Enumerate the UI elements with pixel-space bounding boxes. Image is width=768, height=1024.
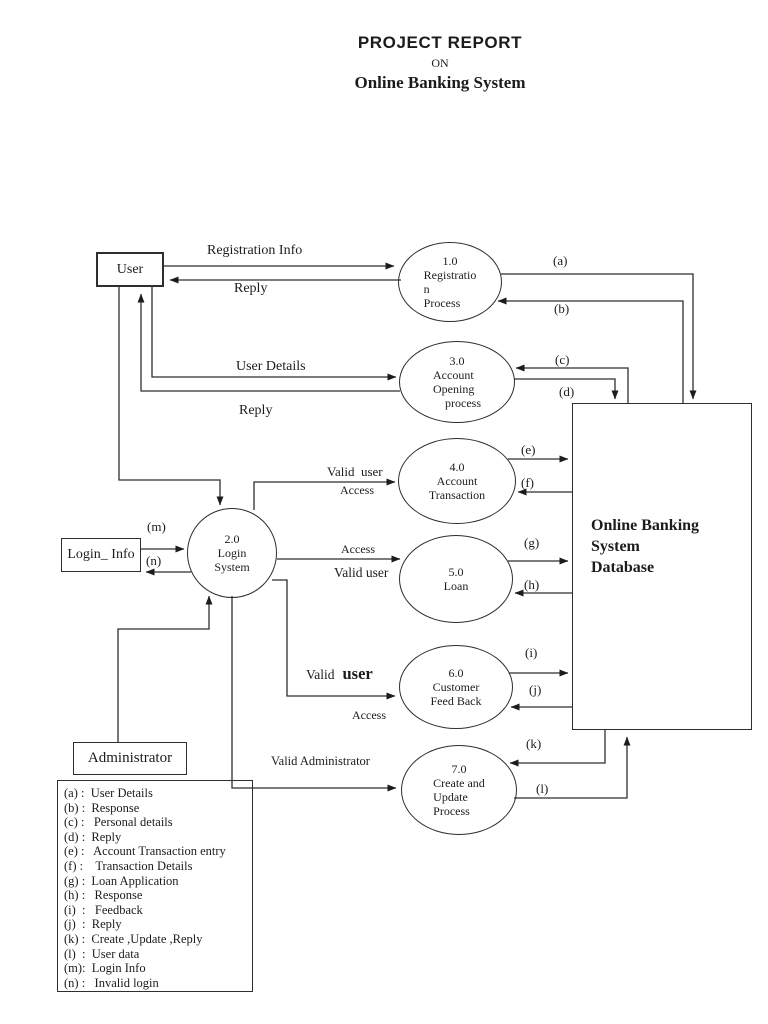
- title-project-report: PROJECT REPORT: [357, 33, 523, 52]
- flow-label-reply-top: Reply: [234, 281, 268, 296]
- process-number: 6.0: [448, 666, 464, 680]
- process-number: 3.0: [449, 354, 465, 368]
- flow-label-reply-mid: Reply: [239, 403, 273, 418]
- flow-label-valid-administrator: Valid Administrator: [271, 754, 370, 768]
- legend-item: (g) : Loan Application: [64, 873, 179, 888]
- entity-login-info-label: Login_ Info: [67, 547, 135, 562]
- process-number: 7.0: [451, 762, 467, 776]
- process-account-opening: 3.0 Account Opening process: [399, 341, 515, 423]
- flow-label-valid-user-5: Valid user: [334, 565, 389, 580]
- page-title-block: PROJECT REPORT ON Online Banking System: [240, 33, 640, 93]
- legend-item: (a) : User Details: [64, 786, 153, 800]
- process-create-update: 7.0 Create and Update Process: [401, 745, 517, 835]
- process-name: Registratio n Process: [423, 268, 477, 310]
- legend-item: (j) : Reply: [64, 917, 122, 932]
- legend-item: (n) : Invalid login: [64, 975, 159, 990]
- process-number: 5.0: [448, 565, 464, 579]
- flow-tag-c: (c): [555, 352, 570, 367]
- valid-word: Valid: [306, 667, 335, 682]
- legend-item: (c) : Personal details: [64, 815, 173, 830]
- process-number: 4.0: [449, 460, 465, 474]
- entity-administrator-box: Administrator: [73, 742, 187, 775]
- process-loan: 5.0 Loan: [399, 535, 513, 623]
- process-name: Login System: [214, 546, 250, 574]
- flow-label-access-4: Access: [340, 483, 374, 497]
- flow-tag-n: (n): [146, 553, 162, 568]
- title-on: ON: [431, 56, 449, 70]
- flow-label-user-details: User Details: [236, 359, 306, 374]
- legend-item: (f) : Transaction Details: [64, 858, 193, 873]
- process-customer-feedback: 6.0 Customer Feed Back: [399, 645, 513, 729]
- title-subject: Online Banking System: [354, 73, 526, 92]
- flow-tag-f: (f): [521, 475, 534, 490]
- process-name: Account Opening process: [433, 368, 481, 410]
- flow-tag-a: (a): [553, 253, 568, 268]
- flow-tag-d: (d): [559, 384, 575, 399]
- legend-item: (k) : Create ,Update ,Reply: [64, 931, 203, 946]
- process-name: Account Transaction: [428, 474, 486, 502]
- flow-label-valid-user-4: Valid user: [327, 464, 383, 479]
- user-word: user: [342, 664, 373, 683]
- datastore-database-label: Online Banking System Database: [591, 517, 700, 576]
- legend-item: (m): Login Info: [64, 961, 146, 976]
- flow-label-access-5: Access: [341, 542, 375, 556]
- entity-user-label: User: [116, 261, 144, 277]
- flow-label-registration-info: Registration Info: [207, 243, 303, 258]
- process-name: Create and Update Process: [433, 776, 485, 818]
- flow-tag-m: (m): [147, 519, 166, 534]
- process-login-system: 2.0 Login System: [187, 508, 277, 598]
- flow-tag-l: (l): [536, 781, 549, 796]
- legend-item: (e) : Account Transaction entry: [64, 844, 226, 859]
- flow-tag-e: (e): [521, 442, 536, 457]
- process-number: 2.0: [224, 532, 240, 546]
- entity-login-info-box: Login_ Info: [61, 538, 141, 572]
- flow-tag-j: (j): [529, 682, 542, 697]
- legend-item: (d) : Reply: [64, 829, 122, 844]
- flow-label-access-6: Access: [352, 708, 386, 722]
- entity-user-box: User: [96, 252, 164, 287]
- flow-tag-b: (b): [554, 301, 570, 316]
- legend-item: (l) : User data: [64, 946, 140, 961]
- process-name: Loan: [443, 579, 469, 593]
- process-name: Customer Feed Back: [430, 680, 482, 708]
- flow-tag-i: (i): [525, 645, 538, 660]
- process-registration: 1.0 Registratio n Process: [398, 242, 502, 322]
- process-account-transaction: 4.0 Account Transaction: [398, 438, 516, 524]
- entity-administrator-label: Administrator: [87, 750, 173, 766]
- legend-item: (i) : Feedback: [64, 902, 143, 917]
- flow-tag-g: (g): [524, 535, 540, 550]
- flow-tag-h: (h): [524, 577, 540, 592]
- flow-tag-k: (k): [526, 736, 542, 751]
- legend-item: (h) : Response: [64, 888, 143, 903]
- flow-label-valid-user-6: Valid user: [306, 664, 373, 683]
- process-number: 1.0: [442, 254, 458, 268]
- datastore-database-box: [572, 403, 752, 730]
- legend-item: (b) : Response: [64, 800, 140, 815]
- legend-box: (a) : User Details (b) : Response (c) : …: [57, 780, 253, 992]
